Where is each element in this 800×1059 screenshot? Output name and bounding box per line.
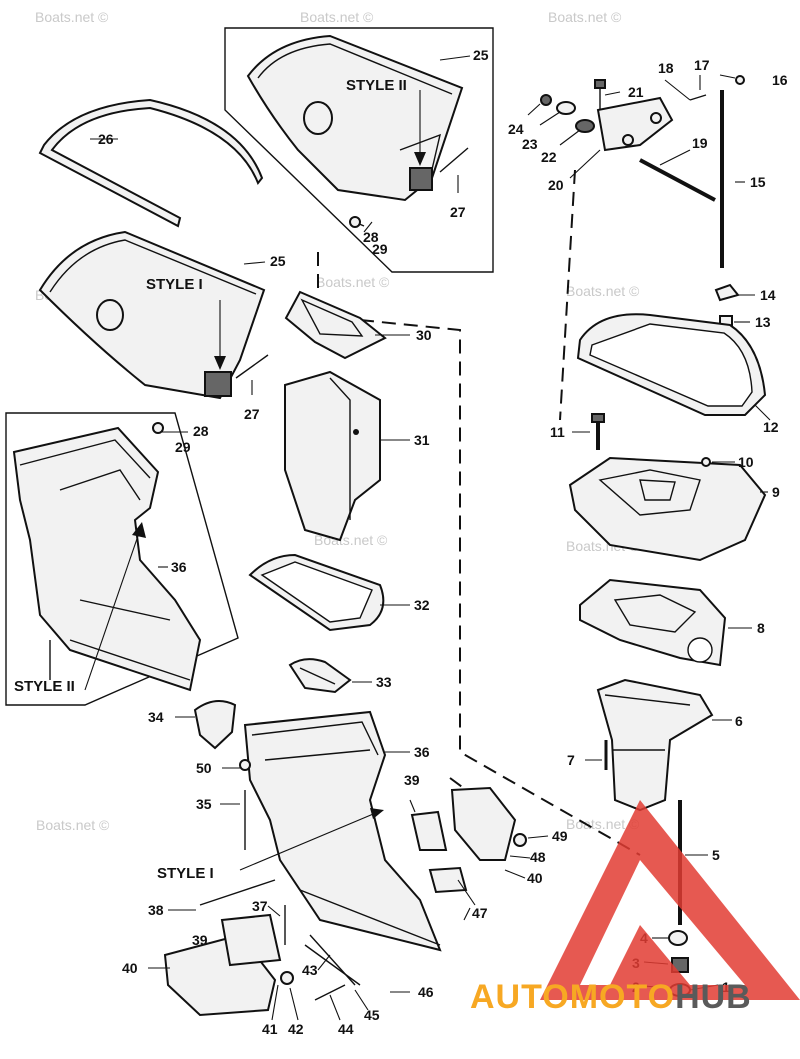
small-parts-13-18 <box>689 75 745 331</box>
side-mounts-39-47 <box>410 786 527 894</box>
mount-34 <box>193 700 237 750</box>
callout-36: 36 <box>414 744 430 760</box>
callout-numbers: 1 2 3 4 5 6 7 8 9 10 11 12 13 14 15 16 1… <box>98 47 788 1037</box>
callout-16: 16 <box>772 72 788 88</box>
callout-26: 26 <box>98 131 114 147</box>
bolts-7-11 <box>591 413 608 770</box>
callout-5: 5 <box>712 847 720 863</box>
callout-39: 39 <box>192 932 208 948</box>
callout-44: 44 <box>338 1021 354 1037</box>
callout-30: 30 <box>416 327 432 343</box>
gasket-32 <box>248 553 385 632</box>
driveshaft-housing-style-i <box>239 710 442 952</box>
callout-7: 7 <box>567 752 575 768</box>
callout-35: 35 <box>196 796 212 812</box>
watermark: Boats.net © <box>35 9 109 25</box>
callout-41: 41 <box>262 1021 278 1037</box>
style-label: STYLE II <box>14 678 75 695</box>
callout-29: 29 <box>372 241 388 257</box>
style-label: STYLE I <box>157 865 214 882</box>
callout-50: 50 <box>196 760 212 776</box>
driveshaft-housing-style-ii <box>12 426 202 692</box>
callout-40: 40 <box>527 870 543 886</box>
style-ii-inset-frame-top <box>224 27 494 273</box>
seal-33 <box>288 658 352 694</box>
callout-20: 20 <box>548 177 564 193</box>
watermark: Boats.net © <box>300 9 374 25</box>
callout-14: 14 <box>760 287 776 303</box>
callout-32: 32 <box>414 597 430 613</box>
callout-10: 10 <box>738 454 754 470</box>
callout-24: 24 <box>508 121 524 137</box>
callout-37: 37 <box>252 898 268 914</box>
style-label: STYLE II <box>346 77 407 94</box>
callout-23: 23 <box>522 136 538 152</box>
callout-42: 42 <box>288 1021 304 1037</box>
callout-27: 27 <box>450 204 466 220</box>
gasket-8 <box>579 578 727 667</box>
watermark: Boats.net © <box>566 816 640 832</box>
callout-27: 27 <box>244 406 260 422</box>
watermark: Boats.net © <box>548 9 622 25</box>
callout-9: 9 <box>772 484 780 500</box>
logo-triangle <box>540 800 800 1000</box>
callout-19: 19 <box>692 135 708 151</box>
watermark: Boats.net © <box>566 283 640 299</box>
callout-6: 6 <box>735 713 743 729</box>
small-parts-21-24 <box>540 79 606 133</box>
automotohub-logo: AUTOMOTOHUB <box>470 800 800 1016</box>
logo-text-automoto: AUTOMOTO <box>470 978 675 1016</box>
exhaust-tube-31 <box>284 370 381 542</box>
callout-25: 25 <box>270 253 286 269</box>
callout-8: 8 <box>757 620 765 636</box>
logo-text-hub: HUB <box>675 978 752 1016</box>
callout-36: 36 <box>171 559 187 575</box>
cowl-seal-26 <box>38 98 264 228</box>
watermark: Boats.net © <box>36 817 110 833</box>
callout-46: 46 <box>418 984 434 1000</box>
callout-34: 34 <box>148 709 164 725</box>
callout-15: 15 <box>750 174 766 190</box>
callout-22: 22 <box>541 149 557 165</box>
rod-19 <box>639 158 716 202</box>
callout-13: 13 <box>755 314 771 330</box>
callout-33: 33 <box>376 674 392 690</box>
callout-31: 31 <box>414 432 430 448</box>
tiller-block-20 <box>596 96 674 152</box>
alignment-dashed-line <box>317 169 641 856</box>
callout-25: 25 <box>473 47 489 63</box>
callout-40: 40 <box>122 960 138 976</box>
callout-48: 48 <box>530 849 546 865</box>
svg-text:AUTOMOTOHUB: AUTOMOTOHUB <box>470 978 752 1016</box>
callout-38: 38 <box>148 902 164 918</box>
callout-28: 28 <box>363 229 379 245</box>
callout-43: 43 <box>302 962 318 978</box>
logo-inner-mark <box>610 925 690 985</box>
callout-47: 47 <box>472 905 488 921</box>
callout-18: 18 <box>658 60 674 76</box>
style-label: STYLE I <box>146 276 203 293</box>
callout-29: 29 <box>175 439 191 455</box>
callout-12: 12 <box>763 419 779 435</box>
callout-11: 11 <box>550 424 565 440</box>
lower-mount-bracket <box>163 879 361 1017</box>
callout-28: 28 <box>193 423 209 439</box>
driveshaft-housing-6 <box>596 678 714 812</box>
callout-21: 21 <box>628 84 644 100</box>
watermark: Boats.net © <box>316 274 390 290</box>
callout-45: 45 <box>364 1007 380 1023</box>
adapter-plate-30 <box>284 290 387 360</box>
adapter-plate-9 <box>568 456 767 562</box>
seal-12 <box>576 313 767 416</box>
callout-49: 49 <box>552 828 568 844</box>
bottom-cowl-style-i <box>38 230 269 434</box>
top-cowl-style-ii <box>246 34 469 228</box>
callout-39: 39 <box>404 772 420 788</box>
callout-17: 17 <box>694 57 710 73</box>
